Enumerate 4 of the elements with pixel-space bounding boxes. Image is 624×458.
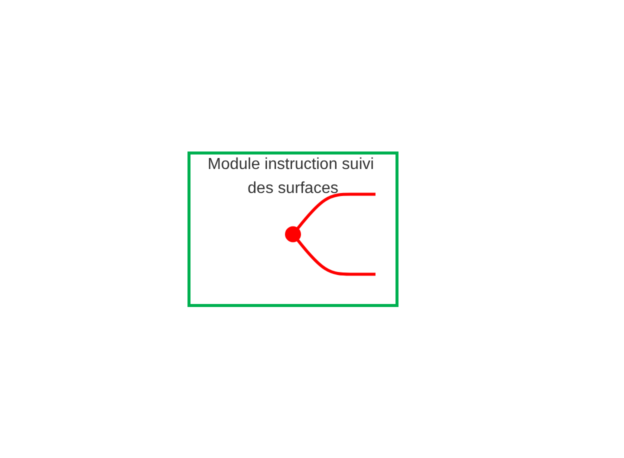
node-circle [284, 226, 301, 242]
connector [296, 238, 376, 276]
connector [296, 192, 376, 230]
cluster: Module instruction suivi des surfaces [187, 151, 398, 307]
